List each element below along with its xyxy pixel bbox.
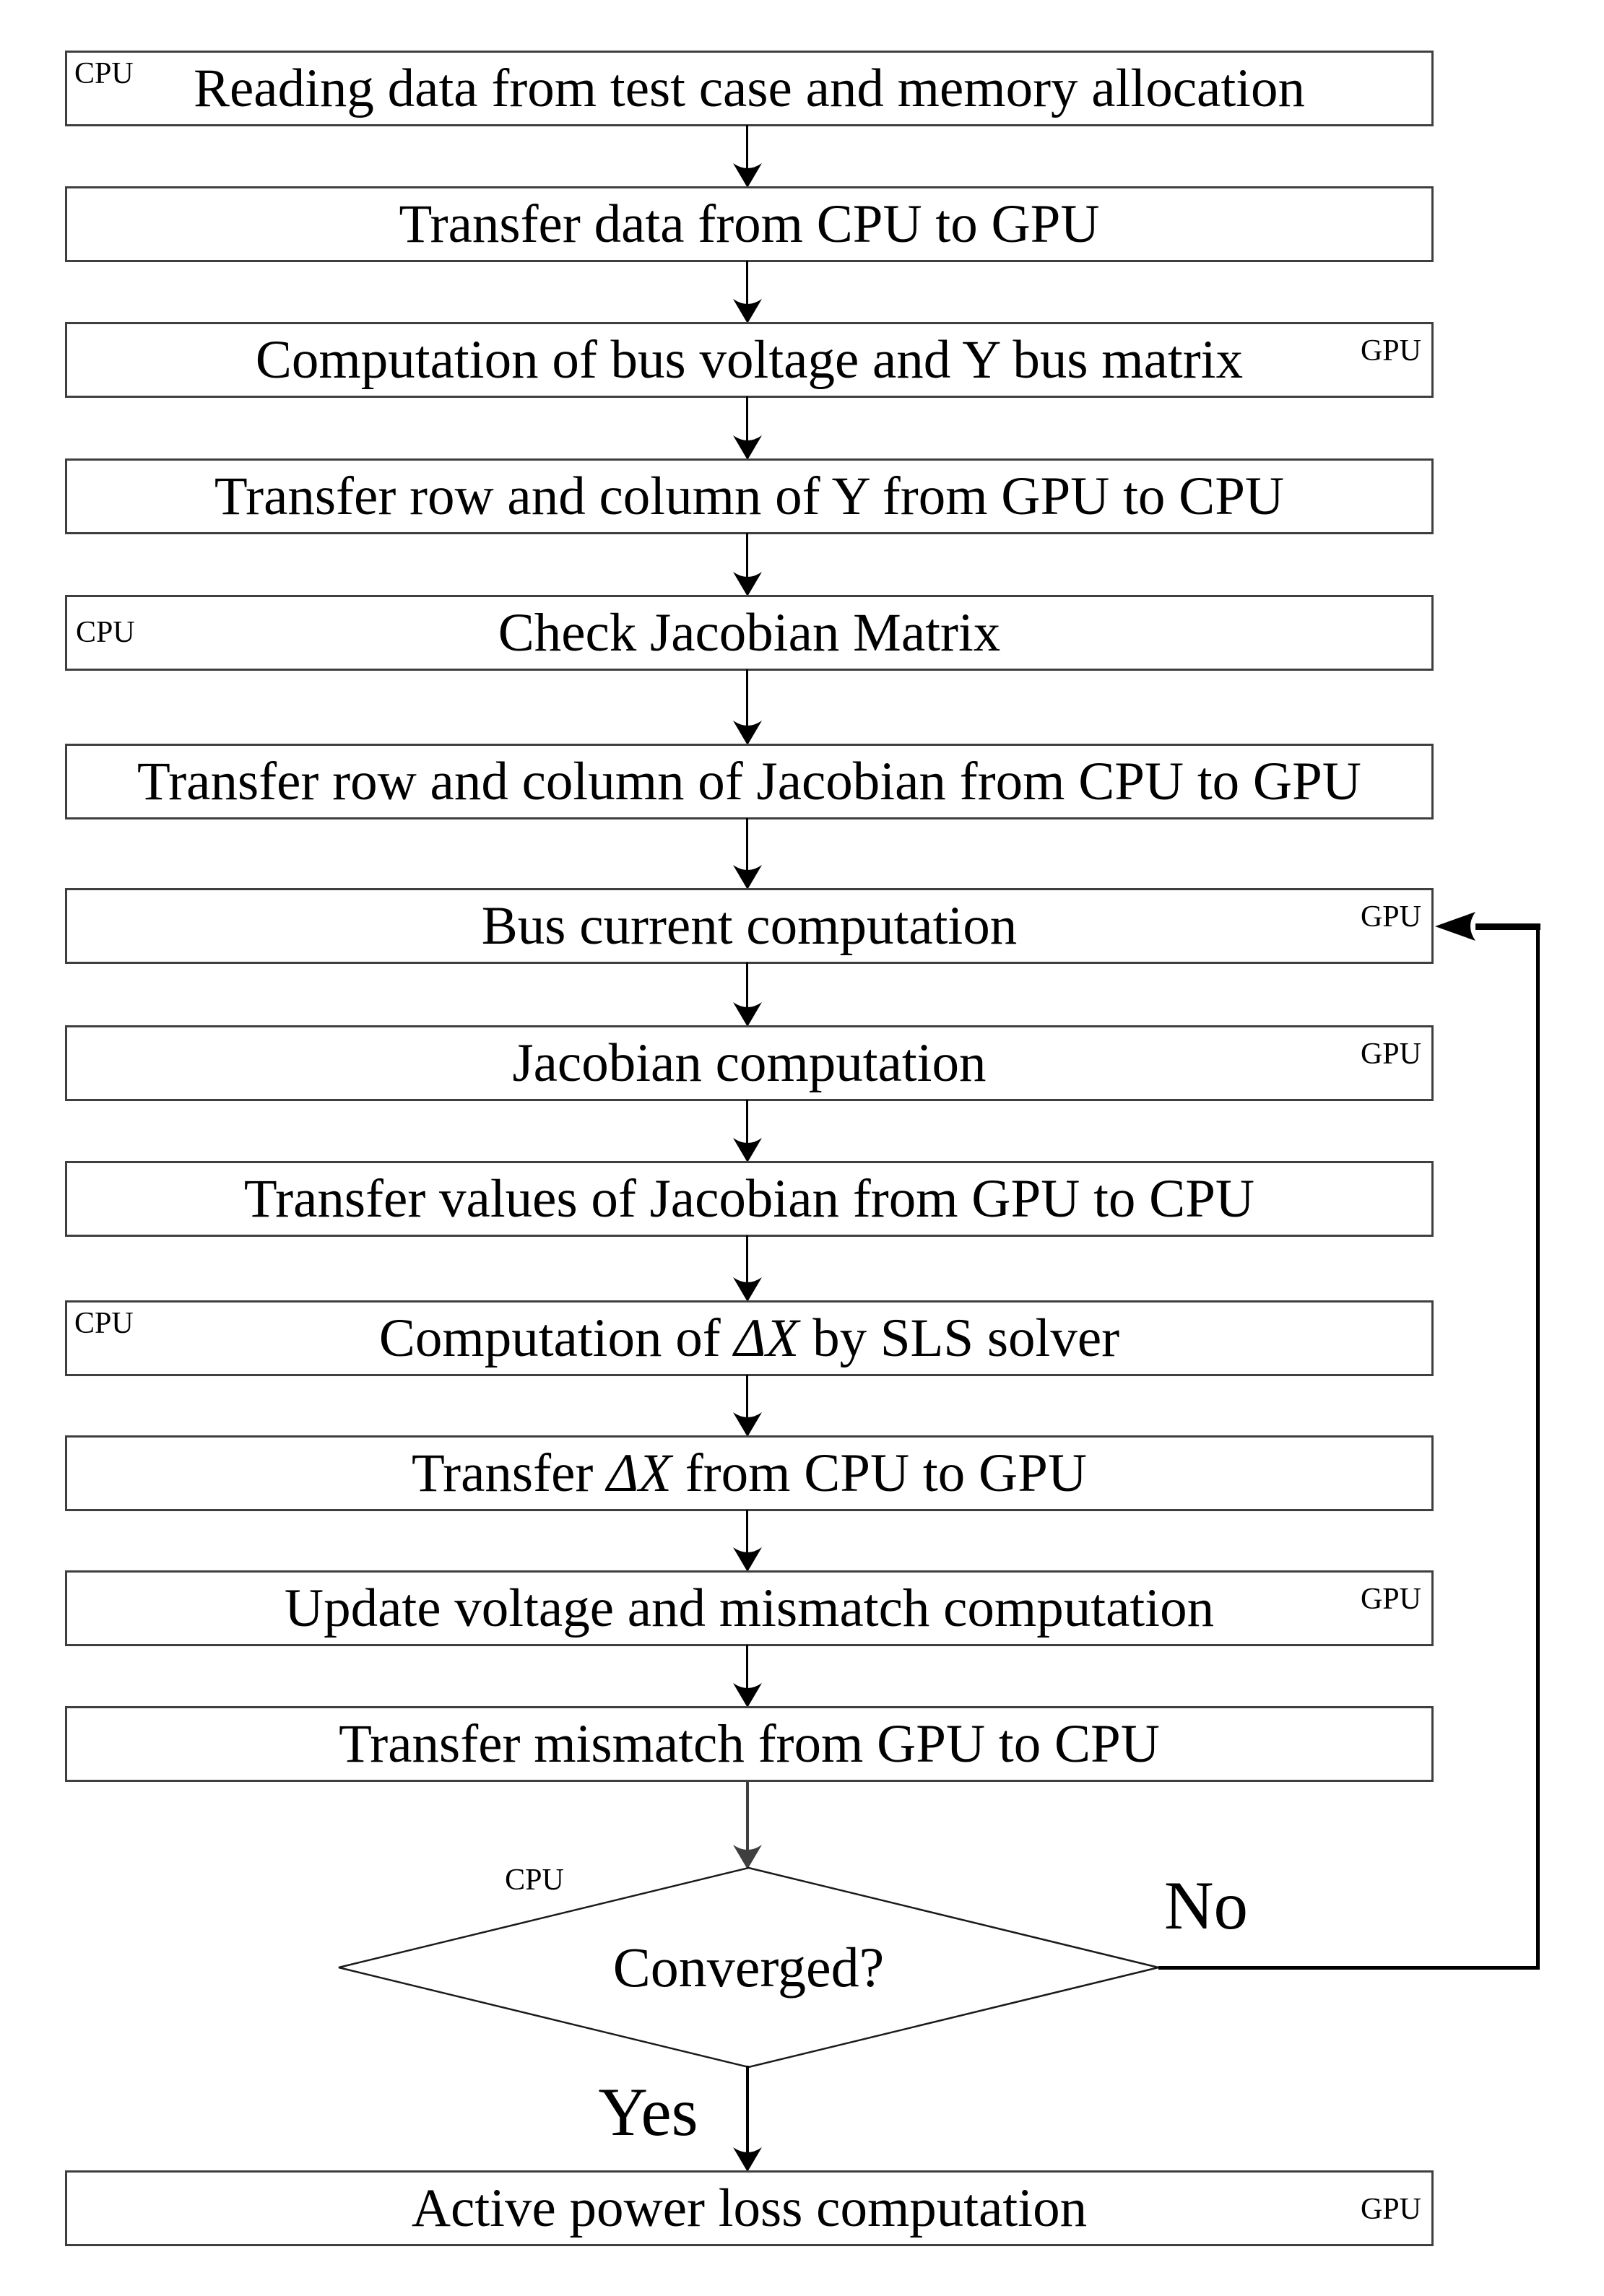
step-box-transfer-jacobian-values: Transfer values of Jacobian from GPU to … <box>65 1161 1434 1237</box>
flow-arrow-shaft <box>746 1645 748 1690</box>
flow-arrow-shaft <box>746 396 748 442</box>
decision-label: Converged? <box>612 1936 885 1999</box>
step-label: Transfer values of Jacobian from GPU to … <box>243 1169 1255 1229</box>
step-box-transfer-data-cpu-gpu: Transfer data from CPU to GPU <box>65 186 1434 262</box>
step-box-sls-solver: CPU Computation of ΔX by SLS solver <box>65 1300 1434 1376</box>
step-box-bus-voltage-computation: GPU Computation of bus voltage and Y bus… <box>65 322 1434 398</box>
processor-label-gpu: GPU <box>1360 1038 1421 1071</box>
flow-arrow-shaft <box>746 962 748 1009</box>
arrow-down-icon <box>733 2147 762 2172</box>
no-branch-label: No <box>1163 1867 1249 1944</box>
decision-diamond-converged: Converged? <box>337 1866 1160 2069</box>
step-label-pre: Computation of <box>378 1308 734 1368</box>
step-label-pre: Transfer <box>411 1443 607 1503</box>
arrow-down-icon <box>733 721 762 745</box>
step-label: Transfer ΔX from CPU to GPU <box>412 1446 1087 1500</box>
flow-arrow-shaft <box>746 261 748 305</box>
processor-label-cpu: CPU <box>74 1307 134 1340</box>
flow-arrow-shaft <box>746 1375 748 1419</box>
arrow-down-icon <box>733 865 762 890</box>
step-box-active-power-loss: GPU Active power loss computation <box>65 2170 1434 2246</box>
flow-arrow-shaft <box>746 533 748 578</box>
step-box-transfer-deltax: Transfer ΔX from CPU to GPU <box>65 1435 1434 1511</box>
step-label: Jacobian computation <box>512 1033 987 1093</box>
step-box-check-jacobian: CPU Check Jacobian Matrix <box>65 595 1434 671</box>
arrow-down-icon <box>733 435 762 460</box>
processor-label-gpu: GPU <box>1360 1583 1421 1616</box>
arrow-down-icon <box>733 163 762 188</box>
step-label: Bus current computation <box>481 896 1018 956</box>
step-label: Transfer row and column of Jacobian from… <box>137 752 1361 812</box>
arrow-down-icon <box>733 1002 762 1027</box>
flow-arrow-shaft <box>746 1235 748 1284</box>
processor-label-gpu: GPU <box>1360 2193 1421 2226</box>
step-label-post: by SLS solver <box>799 1308 1120 1368</box>
step-label: Check Jacobian Matrix <box>498 603 1001 663</box>
arrow-down-icon <box>733 572 762 596</box>
processor-label-gpu: GPU <box>1360 900 1421 934</box>
step-label: Reading data from test case and memory a… <box>193 58 1306 118</box>
arrow-down-icon <box>733 1138 762 1162</box>
step-label: Transfer row and column of Y from GPU to… <box>214 466 1285 526</box>
step-label: Active power loss computation <box>411 2178 1088 2238</box>
step-box-update-voltage-mismatch: GPU Update voltage and mismatch computat… <box>65 1570 1434 1646</box>
arrow-down-icon <box>733 1547 762 1572</box>
arrow-left-icon <box>1435 912 1475 941</box>
arrow-down-icon <box>733 1412 762 1437</box>
no-loop-thick-segment <box>1475 923 1540 930</box>
step-box-transfer-mismatch: Transfer mismatch from GPU to CPU <box>65 1706 1434 1782</box>
no-loop-horizontal-line <box>1158 1966 1540 1970</box>
step-box-reading-data: CPU Reading data from test case and memo… <box>65 51 1434 126</box>
flow-arrow-shaft <box>746 669 748 727</box>
processor-label-gpu: GPU <box>1360 334 1421 368</box>
flow-arrow-shaft <box>746 125 748 170</box>
arrow-down-icon-gray <box>733 1845 762 1869</box>
processor-label-cpu: CPU <box>76 616 135 649</box>
processor-label-cpu-decision: CPU <box>505 1864 564 1897</box>
flow-arrow-shaft-gray <box>746 1780 749 1851</box>
delta-x-symbol: ΔX <box>607 1443 672 1503</box>
step-box-bus-current-computation: GPU Bus current computation <box>65 888 1434 964</box>
flow-arrow-shaft <box>746 1510 748 1554</box>
step-label-post: from CPU to GPU <box>671 1443 1088 1503</box>
arrow-down-icon <box>733 1277 762 1302</box>
step-box-transfer-jacobian-cpu-gpu: Transfer row and column of Jacobian from… <box>65 744 1434 819</box>
step-label: Transfer mismatch from GPU to CPU <box>339 1714 1160 1774</box>
step-box-transfer-y-gpu-cpu: Transfer row and column of Y from GPU to… <box>65 458 1434 534</box>
step-box-jacobian-computation: GPU Jacobian computation <box>65 1025 1434 1101</box>
flow-arrow-shaft <box>746 818 748 871</box>
arrow-down-icon <box>733 299 762 323</box>
yes-branch-label: Yes <box>598 2074 698 2150</box>
arrow-down-icon <box>733 1683 762 1708</box>
step-label: Update voltage and mismatch computation <box>284 1578 1215 1638</box>
step-label: Computation of ΔX by SLS solver <box>379 1311 1119 1365</box>
step-label: Computation of bus voltage and Y bus mat… <box>255 330 1244 390</box>
yes-arrow-shaft <box>746 2066 749 2154</box>
step-label: Transfer data from CPU to GPU <box>399 194 1100 254</box>
flow-arrow-shaft <box>746 1100 748 1144</box>
delta-x-symbol: ΔX <box>734 1308 799 1368</box>
no-loop-vertical-line <box>1536 925 1540 1970</box>
processor-label-cpu: CPU <box>74 57 134 90</box>
